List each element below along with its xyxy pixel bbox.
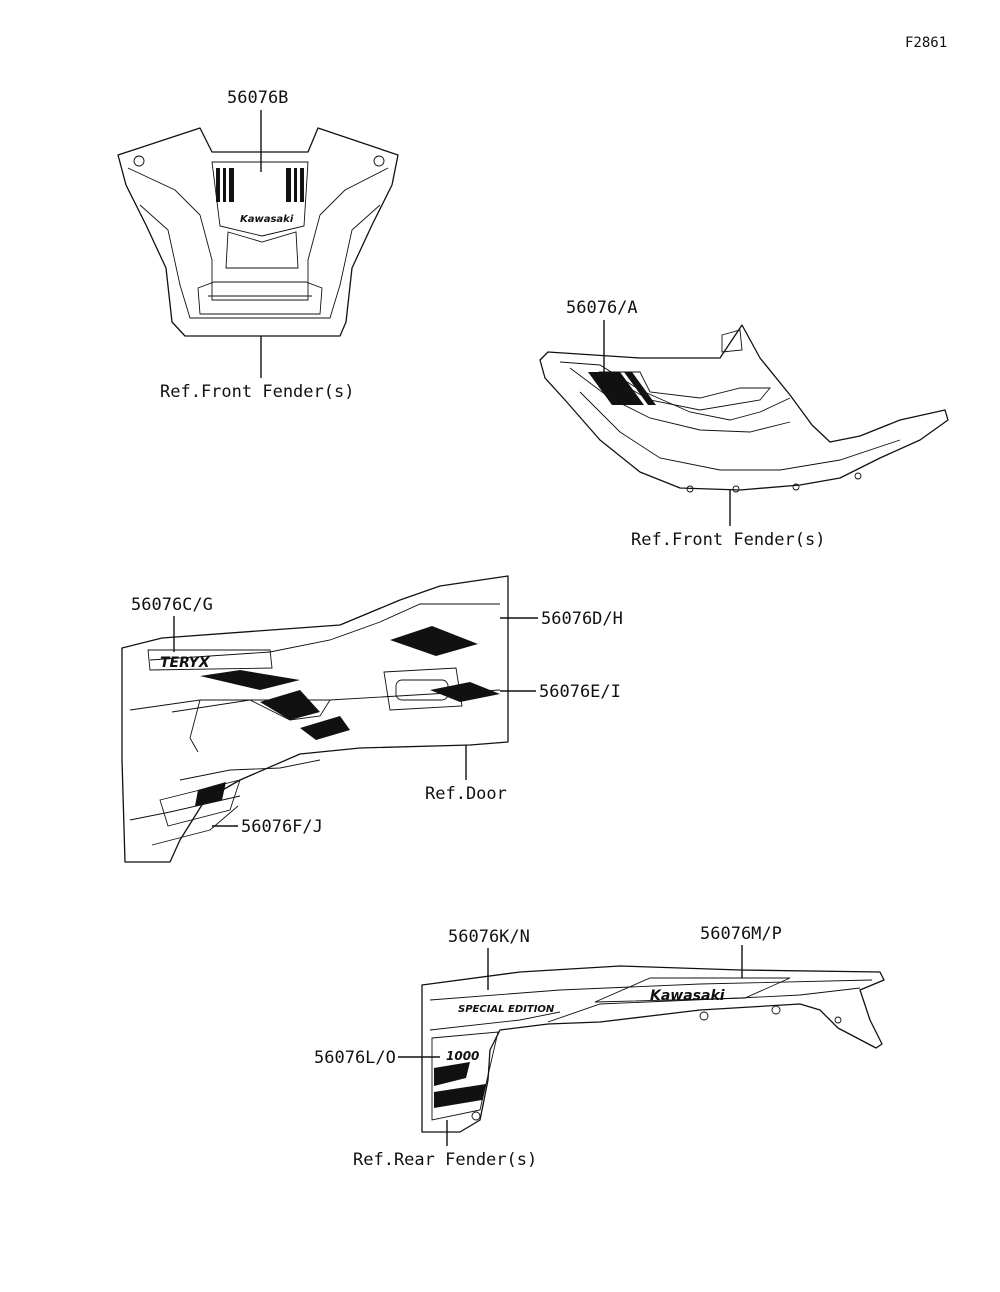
callout-56076cg: 56076C/G xyxy=(131,595,213,615)
callout-56076lo: 56076L/O xyxy=(314,1048,396,1068)
hood-stripes xyxy=(216,168,304,202)
callout-56076dh: 56076D/H xyxy=(541,609,623,629)
hood-panel: Kawasaki xyxy=(117,127,399,337)
rear-stripes xyxy=(434,1062,486,1108)
callout-56076mp: 56076M/P xyxy=(700,924,782,944)
callout-56076a: 56076/A xyxy=(566,298,638,318)
front-fender-panel xyxy=(539,324,949,493)
callout-56076ei: 56076E/I xyxy=(539,682,621,702)
callout-56076b: 56076B xyxy=(227,88,288,108)
hood-brand-logo: Kawasaki xyxy=(240,214,294,225)
front-fender-stripe xyxy=(588,372,656,405)
door-model-logo: TERYX xyxy=(160,655,211,671)
rear-edition-logo: SPECIAL EDITION xyxy=(458,1004,555,1015)
rear-brand-logo: Kawasaki xyxy=(650,988,725,1004)
callout-door-ref: Ref.Door xyxy=(425,784,507,804)
door-panel: TERYX xyxy=(121,575,509,863)
callout-front-fender-ref: Ref.Front Fender(s) xyxy=(631,530,825,550)
rear-displacement-logo: 1000 xyxy=(446,1049,479,1063)
figure-code: F2861 xyxy=(905,35,947,51)
callout-56076fj: 56076F/J xyxy=(241,817,323,837)
callout-hood-ref: Ref.Front Fender(s) xyxy=(160,382,354,402)
rear-fender-panel: Kawasaki SPECIAL EDITION 1000 xyxy=(421,965,885,1133)
callout-rear-ref: Ref.Rear Fender(s) xyxy=(353,1150,537,1170)
callout-56076kn: 56076K/N xyxy=(448,927,530,947)
